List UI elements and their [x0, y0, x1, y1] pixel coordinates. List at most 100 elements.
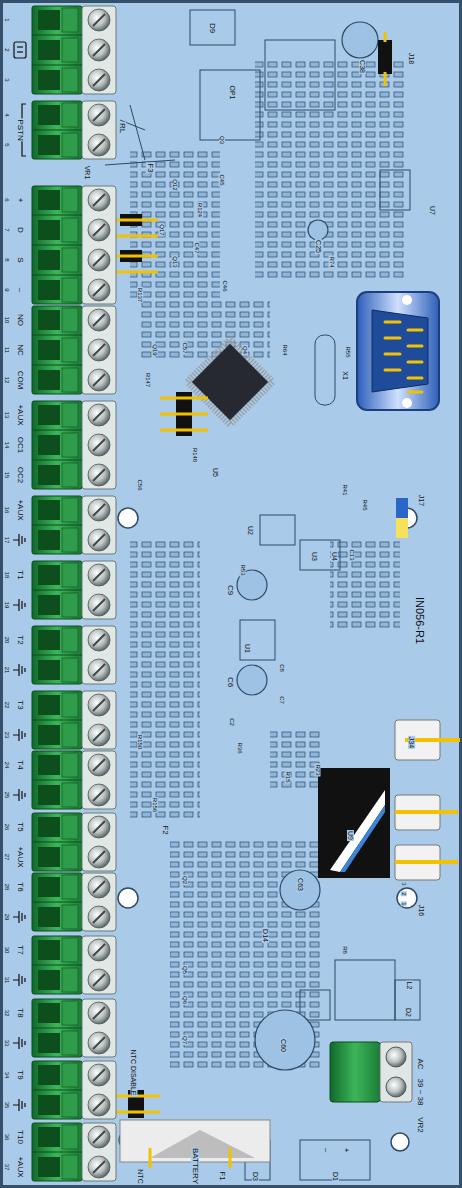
- part-label: U2: [246, 525, 253, 536]
- part-label: C47: [194, 241, 200, 254]
- part-label: R124: [197, 202, 203, 218]
- part-label: R156: [152, 797, 158, 813]
- terminal-label: +AUX: [16, 845, 24, 868]
- part-label: VR2: [416, 1116, 424, 1134]
- part-label: Q13: [172, 255, 178, 268]
- pin-number: 14: [4, 441, 10, 450]
- pin-number: 36: [4, 1133, 10, 1142]
- part-label: C2: [229, 717, 235, 727]
- terminal-label: T7: [16, 944, 24, 955]
- pin-number: 9: [4, 287, 10, 292]
- part-label: C7: [279, 695, 285, 705]
- part-label: BATTERY: [191, 1147, 199, 1185]
- terminal-label: T5: [16, 821, 24, 832]
- part-label: Q4: [242, 345, 248, 355]
- terminal-label: NC: [16, 343, 24, 357]
- pin-number: 37: [4, 1163, 10, 1172]
- part-label: 3: [401, 881, 407, 886]
- part-label: R64: [282, 343, 288, 356]
- pin-number: 4: [4, 112, 10, 117]
- terminal-label: +AUX: [16, 403, 24, 426]
- pin-number: 26: [4, 823, 10, 832]
- pin-number: 20: [4, 636, 10, 645]
- terminal-label: T8: [16, 1007, 24, 1018]
- part-label: U9: [346, 830, 353, 841]
- part-label: C60: [280, 1038, 287, 1053]
- part-label: C6: [226, 676, 234, 688]
- terminal-label: +AUX: [16, 1155, 24, 1178]
- pin-number: 11: [4, 346, 10, 354]
- terminal-label: T6: [16, 881, 24, 892]
- pin-number: 13: [4, 411, 10, 420]
- part-label: Q6: [182, 995, 188, 1005]
- ground-symbol: [13, 599, 25, 611]
- part-label: U5: [211, 467, 218, 478]
- part-label: Q7: [182, 1035, 188, 1045]
- part-label: C8: [279, 663, 285, 673]
- part-label: R137: [137, 287, 143, 303]
- pin-number: 22: [4, 701, 10, 710]
- part-label: NTC: [136, 1168, 143, 1184]
- part-label: C45: [219, 173, 225, 186]
- ground-symbol: [13, 911, 25, 923]
- terminal-label: T2: [16, 634, 24, 645]
- pin-number: 6: [4, 197, 10, 202]
- pin-number: 8: [4, 257, 10, 262]
- terminal-label: +: [16, 197, 24, 204]
- ground-symbol: [13, 1037, 25, 1049]
- part-label: F2: [161, 824, 169, 835]
- pin-number: 5: [4, 142, 10, 147]
- part-label: VR1: [85, 164, 92, 180]
- part-label: RL: [118, 122, 126, 134]
- pin-number: 12: [4, 376, 10, 385]
- part-label: C13: [349, 548, 355, 561]
- part-label: J17: [418, 493, 425, 506]
- part-label: L2: [406, 980, 413, 990]
- terminal-label: T9: [16, 1069, 24, 1080]
- ground-symbol: [13, 534, 25, 546]
- pin-number: 21: [4, 666, 10, 675]
- part-label: Q19: [152, 343, 158, 356]
- pin-number: 15: [4, 471, 10, 480]
- part-label: 2: [401, 891, 407, 896]
- terminal-blocks: [13, 6, 116, 1181]
- part-label: D9: [208, 22, 216, 34]
- part-label: C56: [137, 478, 143, 491]
- part-label: U3: [310, 551, 317, 562]
- pin-number: 19: [4, 601, 10, 610]
- pin-number: 29: [4, 913, 10, 922]
- part-label: R150: [137, 734, 143, 750]
- part-label: R74: [329, 255, 335, 268]
- part-label: 39 ~ 38: [416, 1078, 424, 1107]
- pin-number: 25: [4, 791, 10, 800]
- part-label: R41: [342, 483, 348, 496]
- part-label: U4: [330, 551, 337, 562]
- ground-symbol: [13, 729, 25, 741]
- pin-number: 18: [4, 571, 10, 580]
- pin-number: 17: [4, 536, 10, 545]
- part-label: R15: [285, 770, 291, 783]
- ground-symbol: [13, 974, 25, 986]
- terminal-label: –: [16, 287, 24, 293]
- part-label: OP1: [228, 84, 235, 100]
- part-label: –: [322, 1147, 330, 1153]
- terminal-label: T10: [16, 1129, 24, 1145]
- ground-symbol: [13, 789, 25, 801]
- pin-number: 31: [4, 976, 10, 985]
- part-label: U1: [243, 643, 250, 654]
- part-label: X1: [342, 370, 349, 381]
- part-label: D14: [262, 928, 269, 943]
- terminal-label: T4: [16, 759, 24, 770]
- part-label: R36: [237, 741, 243, 754]
- part-label: C38: [359, 59, 366, 74]
- part-label: J18: [408, 51, 415, 64]
- terminal-label: OC2: [16, 466, 24, 484]
- terminal-label: +AUX: [16, 498, 24, 521]
- part-label: D1: [331, 1171, 338, 1182]
- part-label: D3: [251, 1171, 258, 1182]
- part-label: Q5: [182, 965, 188, 975]
- pin-number: 7: [4, 227, 10, 232]
- ground-symbol: [13, 664, 25, 676]
- part-label: IN056-R1: [414, 595, 425, 644]
